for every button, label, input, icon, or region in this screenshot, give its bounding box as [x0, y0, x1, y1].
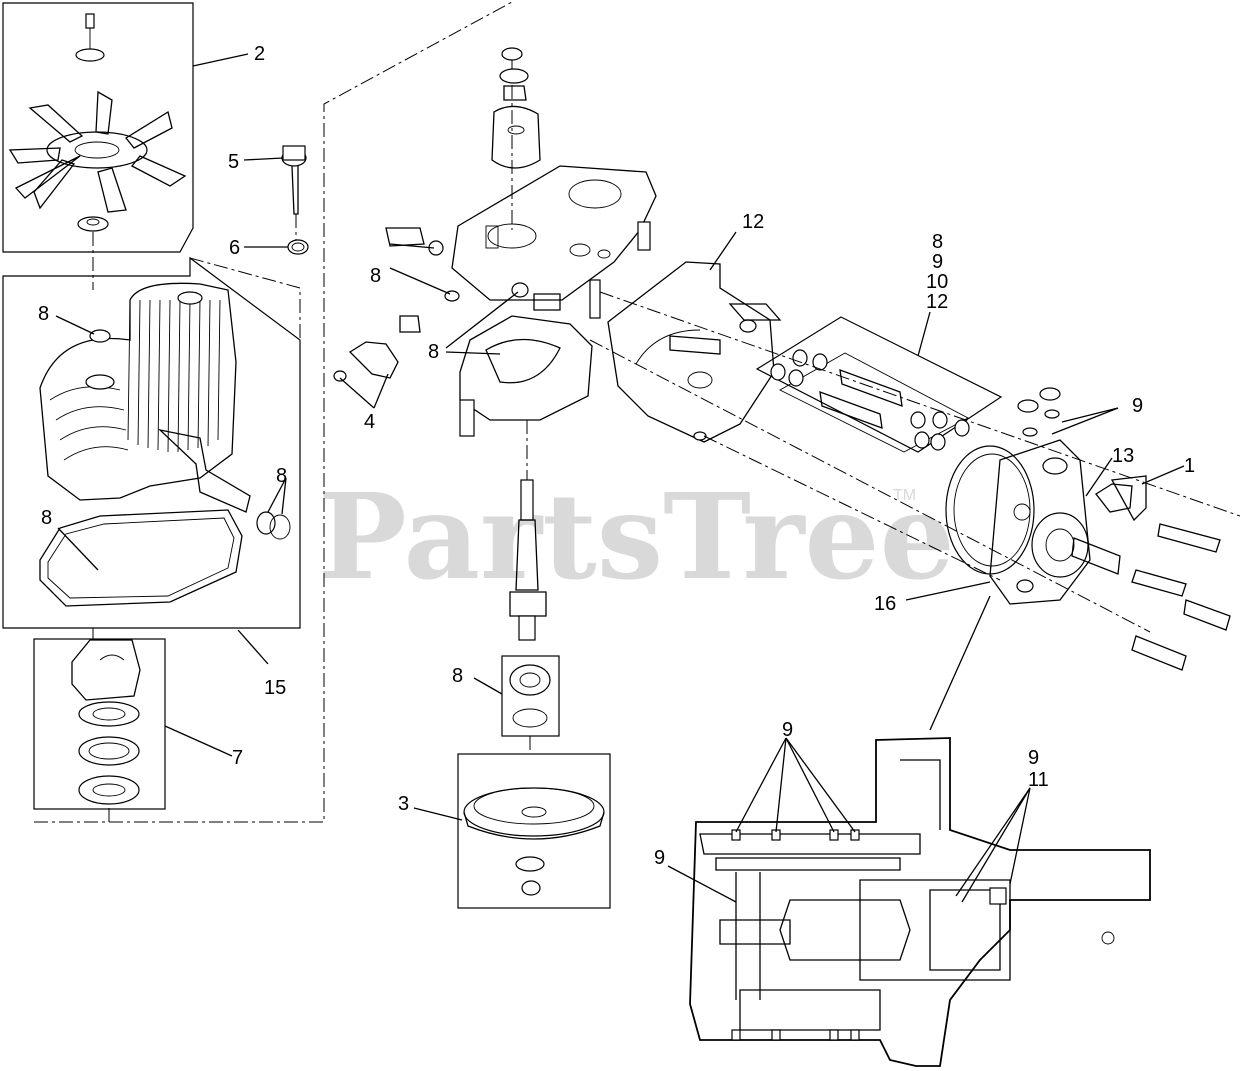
callout-kit-10: 10 [926, 271, 948, 293]
end-cap-housing[interactable] [607, 261, 782, 443]
callout-11: 11 [1028, 769, 1049, 791]
leader-lines [55, 53, 1185, 903]
callout-3: 3 [398, 793, 409, 815]
callout-kit-8: 8 [932, 231, 943, 253]
callout-4: 4 [364, 411, 375, 433]
callout-8-gasket: 8 [41, 507, 52, 529]
pump-housing[interactable] [333, 47, 657, 641]
fan-assembly-box[interactable] [2, 2, 194, 253]
callout-1: 1 [1184, 455, 1195, 477]
callout-8-bearing-box: 8 [452, 665, 463, 687]
watermark-text: PartsTree [318, 467, 955, 606]
callout-16: 16 [874, 593, 896, 615]
callout-2: 2 [254, 43, 265, 65]
center-bearing-box[interactable] [501, 655, 560, 737]
seal-kit-box[interactable] [755, 316, 1003, 453]
callout-kit-9: 9 [932, 251, 943, 273]
callout-5: 5 [228, 151, 239, 173]
cylinder-head-box[interactable] [2, 256, 301, 629]
callout-13: 13 [1112, 445, 1134, 467]
callout-kit-12: 12 [926, 291, 948, 313]
callout-9-section: 9 [782, 719, 793, 741]
watermark-tm: TM [893, 487, 916, 504]
o-ring[interactable] [287, 239, 309, 255]
callout-8-seals: 8 [276, 465, 287, 487]
callout-15: 15 [264, 677, 286, 699]
callout-8-center: 8 [428, 341, 439, 363]
bearing-box[interactable] [33, 638, 166, 810]
callout-labels: 2 5 6 8 8 8 4 8 8 15 7 8 3 12 8 9 10 12 … [38, 43, 1195, 869]
callout-9-right: 9 [1028, 747, 1039, 769]
callout-9-motor: 9 [1132, 395, 1143, 417]
motor-assembly[interactable] [945, 387, 1231, 671]
callout-12: 12 [742, 211, 764, 233]
callout-6: 6 [229, 237, 240, 259]
dipstick[interactable] [281, 145, 307, 215]
callout-8-fittings: 8 [370, 265, 381, 287]
pulley-box[interactable] [457, 753, 611, 909]
callout-9-left: 9 [654, 847, 665, 869]
pump-cross-section[interactable] [689, 737, 1151, 1067]
callout-7: 7 [232, 747, 243, 769]
callout-8-bearing: 8 [38, 303, 49, 325]
